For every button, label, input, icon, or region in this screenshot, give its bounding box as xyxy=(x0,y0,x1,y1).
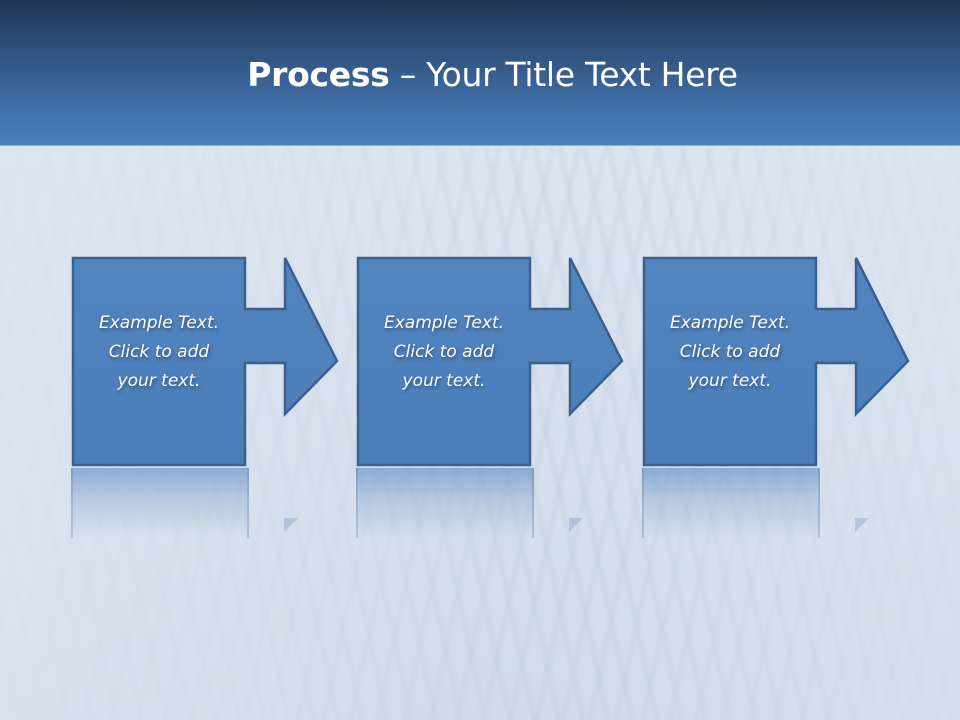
step-text-line-1: Example Text. xyxy=(669,313,791,333)
step-text-line-2: Click to add xyxy=(393,342,495,362)
square-arrow-shape xyxy=(356,256,624,467)
square-arrow-shape xyxy=(71,256,339,467)
step-3-reflection xyxy=(642,468,820,538)
title-bold-part: Process xyxy=(247,55,390,94)
step-text[interactable]: Example Text. Click to add your text. xyxy=(643,309,817,396)
step-1-reflection xyxy=(71,468,249,538)
title-banner: Process – Your Title Text Here xyxy=(0,0,960,146)
arrow-3-reflection xyxy=(855,518,869,532)
slide-title[interactable]: Process – Your Title Text Here xyxy=(0,52,960,98)
step-2-reflection xyxy=(356,468,534,538)
title-rest-part: – Your Title Text Here xyxy=(389,55,738,94)
step-text-line-2: Click to add xyxy=(108,342,210,362)
step-text-line-3: your text. xyxy=(117,371,201,391)
step-text-line-3: your text. xyxy=(402,371,486,391)
step-text-line-1: Example Text. xyxy=(383,313,505,333)
square-arrow-shape xyxy=(642,256,910,467)
process-step-2[interactable]: Example Text. Click to add your text. xyxy=(356,256,624,467)
step-text-line-1: Example Text. xyxy=(98,313,220,333)
step-text-line-2: Click to add xyxy=(679,342,781,362)
arrow-1-reflection xyxy=(284,518,298,532)
step-text[interactable]: Example Text. Click to add your text. xyxy=(357,309,531,396)
step-text-line-3: your text. xyxy=(688,371,772,391)
process-step-3[interactable]: Example Text. Click to add your text. xyxy=(642,256,910,467)
step-text[interactable]: Example Text. Click to add your text. xyxy=(72,309,246,396)
process-step-1[interactable]: Example Text. Click to add your text. xyxy=(71,256,339,467)
arrow-2-reflection xyxy=(569,518,583,532)
